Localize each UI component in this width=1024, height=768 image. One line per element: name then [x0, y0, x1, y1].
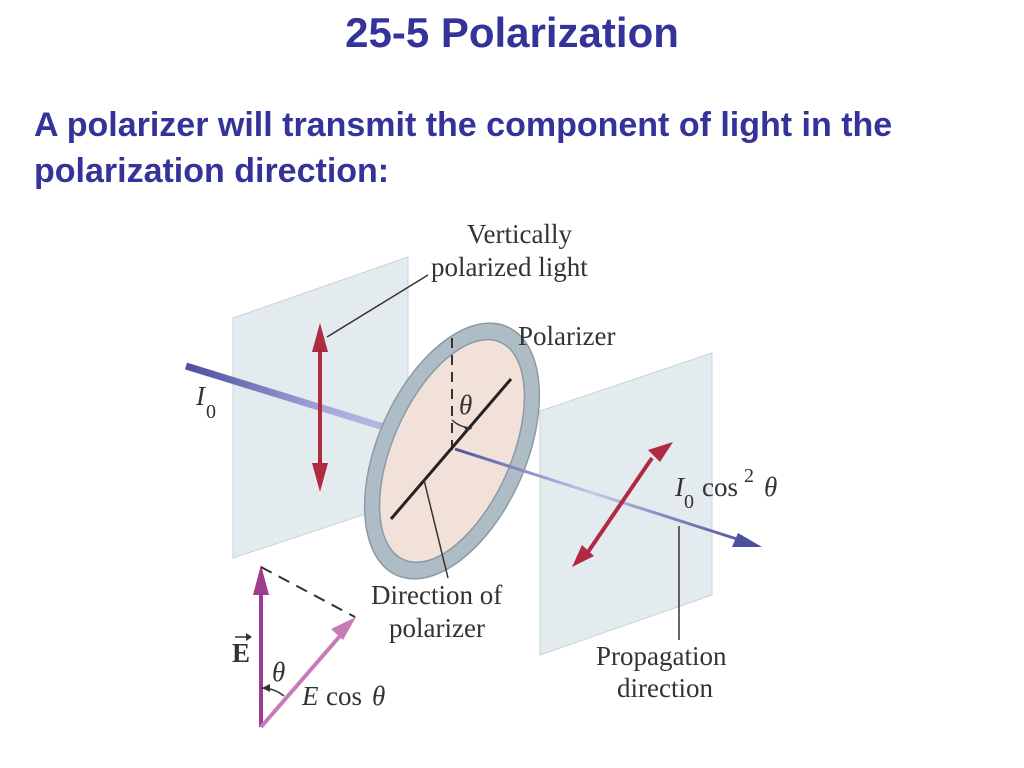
vertical-field-arrow	[312, 323, 328, 492]
label-component: E cos θ	[301, 681, 385, 711]
transmitted-light-beam	[454, 447, 741, 542]
component-E: E	[301, 681, 319, 711]
label-field-vector: E	[232, 633, 252, 668]
intensity-out-exponent: 2	[744, 465, 754, 487]
propagation-arrowhead	[732, 533, 762, 547]
intensity-out-symbol: I	[674, 472, 686, 502]
label-polarizer-theta: θ	[459, 390, 472, 420]
label-vertically: Vertically	[467, 219, 572, 249]
slide-body-text: A polarizer will transmit the component …	[34, 106, 893, 190]
intensity-out-cos: cos	[702, 472, 738, 502]
intensity-out-subscript: 0	[684, 491, 694, 513]
intensity-out-theta: θ	[764, 472, 777, 502]
polarizer-disc	[363, 322, 541, 580]
intensity-in-subscript: 0	[206, 401, 216, 423]
vector-decomposition	[253, 565, 356, 729]
label-propagation-direction: direction	[617, 673, 713, 703]
label-polarized-light: polarized light	[431, 252, 588, 282]
polarizer-axis-line	[389, 378, 513, 520]
intensity-in-symbol: I	[195, 381, 207, 411]
component-theta: θ	[372, 681, 385, 711]
label-polarizer: Polarizer	[518, 321, 615, 351]
field-vector-symbol: E	[232, 638, 250, 668]
component-cos: cos	[326, 681, 362, 711]
direction-of-polarizer-leader	[423, 479, 449, 579]
label-vector-theta: θ	[272, 657, 285, 687]
label-polarizer-direction: polarizer	[389, 613, 485, 643]
label-transmitted-intensity: I 0 cos 2 θ	[674, 465, 777, 513]
slide-title: 25-5 Polarization	[345, 9, 679, 56]
label-direction-of: Direction of	[371, 580, 502, 610]
transmitted-field-arrow	[572, 442, 673, 567]
label-incident-intensity: I 0	[195, 381, 216, 423]
vertically-polarized-leader	[326, 274, 429, 338]
label-propagation: Propagation	[596, 641, 727, 671]
